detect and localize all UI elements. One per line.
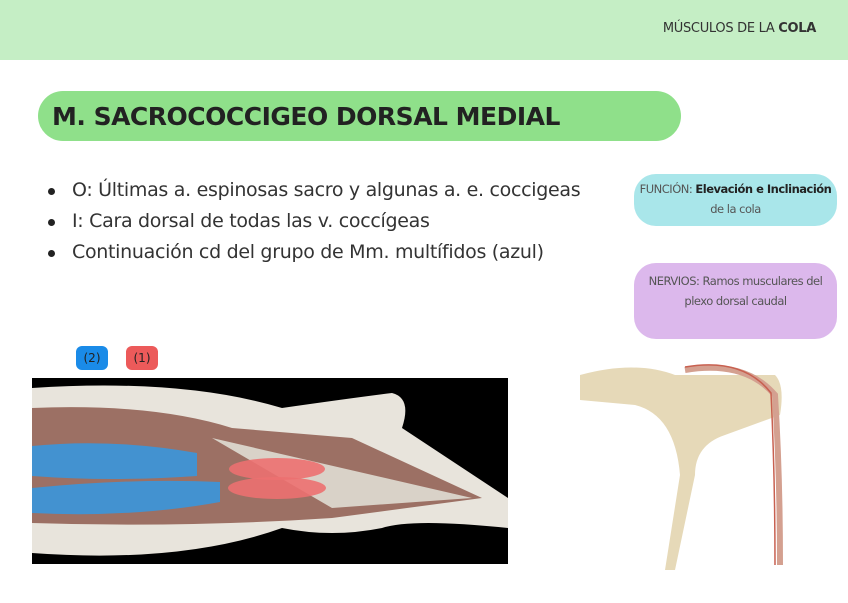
skeleton-illustration — [575, 355, 815, 580]
bullet-insertion: I: Cara dorsal de todas las v. coccígeas — [48, 206, 588, 237]
function-rest: de la cola — [710, 202, 761, 216]
section-title: MÚSCULOS DE LA COLA — [663, 21, 816, 36]
bullet-origin: O: Últimas a. espinosas sacro y algunas … — [48, 175, 588, 206]
function-bold: Elevación e Inclinación — [695, 182, 832, 196]
function-label: FUNCIÓN: — [639, 182, 696, 196]
nerves-box: NERVIOS: Ramos musculares del plexo dors… — [634, 263, 837, 339]
function-box: FUNCIÓN: Elevación e Inclinación de la c… — [634, 174, 837, 226]
tag-red: (1) — [126, 346, 158, 370]
section-prefix: MÚSCULOS DE LA — [662, 21, 779, 36]
bullet-list: O: Últimas a. espinosas sacro y algunas … — [48, 175, 588, 268]
bullet-continuation: Continuación cd del grupo de Mm. multífi… — [48, 237, 588, 268]
dissection-photo — [32, 378, 508, 564]
tag-blue: (2) — [76, 346, 108, 370]
section-bold: COLA — [778, 21, 816, 36]
header-bar: MÚSCULOS DE LA COLA — [0, 0, 848, 60]
slide-title: M. SACROCOCCIGEO DORSAL MEDIAL — [38, 91, 681, 141]
